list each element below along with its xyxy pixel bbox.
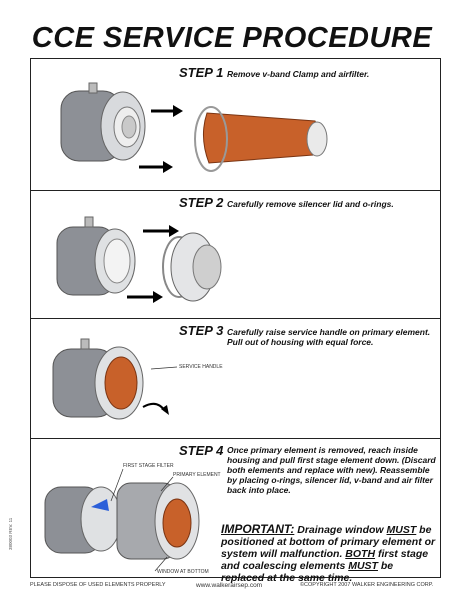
- step-3-illustration: [52, 338, 178, 420]
- step-3-panel: STEP 3 Carefully raise service handle on…: [31, 319, 440, 439]
- step-1-illustration: [60, 82, 328, 173]
- arrow-right-icon: [143, 225, 179, 237]
- air-filter-drawing: [194, 106, 328, 172]
- arrow-curved-icon: [142, 402, 166, 412]
- procedure-frame: STEP 1 Remove v-band Clamp and airfilter…: [30, 58, 441, 584]
- step-2-text: Carefully remove silencer lid and o-ring…: [227, 199, 394, 209]
- step-3-label: STEP 3: [179, 323, 224, 338]
- callout-line: [150, 366, 178, 370]
- footer-disposal-note: PLEASE DISPOSE OF USED ELEMENTS PROPERLY: [30, 582, 166, 588]
- important-note: IMPORTANT: Drainage window MUST be posit…: [221, 522, 436, 584]
- window-at-bottom-label: WINDOW AT BOTTOM: [157, 569, 209, 575]
- first-stage-filter-label: FIRST STAGE FILTER: [123, 463, 174, 469]
- callout-line: [160, 476, 174, 492]
- step-4-illustration: [44, 468, 200, 572]
- arrow-right-icon: [151, 105, 183, 117]
- footer-copyright: ©COPYRIGHT 2007 WALKER ENGINEERING CORP.: [300, 582, 434, 588]
- housing-drawing: [52, 338, 144, 420]
- first-stage-filter-highlight: [91, 499, 109, 511]
- page-title: CCE SERVICE PROCEDURE: [31, 22, 433, 54]
- step-4-text: Once primary element is removed, reach i…: [227, 445, 436, 495]
- callout-line: [110, 468, 124, 502]
- housing-drawing: [44, 486, 122, 554]
- silencer-lid-drawing: [162, 232, 222, 302]
- callout-line: [154, 556, 168, 572]
- footer-website-link[interactable]: www.walkerairsep.com: [196, 582, 263, 589]
- step-1-panel: STEP 1 Remove v-band Clamp and airfilter…: [31, 59, 440, 191]
- housing-drawing: [60, 82, 146, 162]
- primary-element-drawing: [116, 482, 200, 560]
- step-1-text: Remove v-band Clamp and airfilter.: [227, 69, 370, 79]
- important-heading: IMPORTANT:: [221, 522, 295, 536]
- step-2-label: STEP 2: [179, 195, 224, 210]
- service-handle-label: SERVICE HANDLE: [179, 364, 223, 370]
- housing-drawing: [56, 216, 136, 296]
- step-4-label: STEP 4: [179, 443, 224, 458]
- primary-element-label: PRIMARY ELEMENT: [173, 472, 221, 478]
- step-2-illustration: [56, 216, 222, 303]
- arrow-right-icon: [127, 291, 163, 303]
- arrow-head-icon: [161, 405, 169, 415]
- document-code: 380003 REV. 11: [8, 517, 13, 550]
- step-3-text: Carefully raise service handle on primar…: [227, 327, 431, 347]
- step-1-label: STEP 1: [179, 65, 224, 80]
- arrow-right-icon: [139, 161, 173, 173]
- step-4-panel: STEP 4 Once primary element is removed, …: [31, 439, 440, 584]
- step-2-panel: STEP 2 Carefully remove silencer lid and…: [31, 191, 440, 319]
